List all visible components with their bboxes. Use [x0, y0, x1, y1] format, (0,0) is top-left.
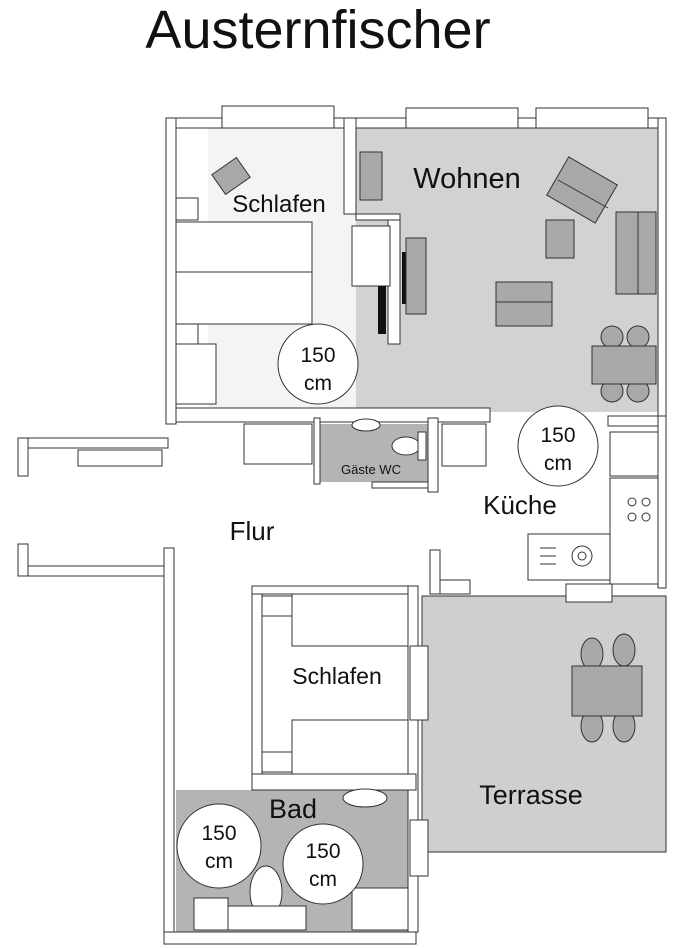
svg-text:cm: cm — [205, 850, 233, 873]
label-bad: Bad — [269, 794, 317, 824]
sink-unit — [527, 533, 611, 581]
window-top-2 — [405, 107, 519, 129]
label-schlafen-1: Schlafen — [232, 191, 325, 218]
turning-circle-kueche: 150 cm — [517, 405, 599, 487]
window-top-1 — [221, 105, 335, 129]
side-table — [545, 219, 575, 259]
label-gaeste-wc: Gäste WC — [341, 462, 401, 477]
label-terrasse: Terrasse — [479, 780, 583, 810]
nightstand-bottom — [175, 323, 199, 345]
armchair — [546, 156, 618, 224]
turning-circle-bad-right: 150 cm — [282, 823, 364, 905]
svg-text:150: 150 — [305, 840, 340, 863]
sofa — [615, 211, 657, 295]
bed-single-bottom — [291, 719, 409, 775]
dining-table-wohnen — [591, 345, 657, 385]
furniture-gaeste-wc — [351, 418, 427, 461]
svg-text:cm: cm — [309, 868, 337, 891]
cabinet-kueche — [441, 423, 487, 467]
svg-text:cm: cm — [544, 452, 572, 475]
counter — [609, 477, 659, 585]
window-bad — [409, 819, 429, 877]
desk — [351, 225, 391, 287]
turning-circle-schlafen: 150 cm — [277, 323, 359, 405]
label-schlafen-2: Schlafen — [292, 663, 382, 689]
bed-single-top — [291, 593, 409, 647]
dresser — [175, 343, 217, 405]
window-top-3 — [535, 107, 649, 129]
plan-title: Austernfischer — [145, 0, 490, 60]
wc-sink — [351, 418, 381, 432]
dining-table-terrasse — [571, 665, 643, 717]
fridge — [609, 431, 659, 477]
label-wohnen: Wohnen — [413, 163, 521, 195]
svg-text:150: 150 — [201, 822, 236, 845]
bed-double — [175, 221, 313, 325]
svg-text:150: 150 — [540, 424, 575, 447]
furniture-schlafen-1 — [175, 156, 391, 405]
sideboard — [359, 151, 383, 201]
label-flur: Flur — [230, 516, 275, 546]
plant-pot — [211, 156, 251, 196]
wc-toilet — [391, 436, 421, 456]
turning-circle-bad-left: 150 cm — [176, 803, 262, 889]
svg-text:150: 150 — [300, 344, 335, 367]
svg-text:cm: cm — [304, 372, 332, 395]
tv-panel-left — [378, 286, 386, 334]
furniture-terrasse — [571, 633, 643, 743]
furniture-wohnen — [359, 151, 657, 403]
tv-cabinet — [405, 237, 427, 315]
label-kueche: Küche — [483, 490, 557, 520]
furniture-schlafen-2 — [261, 593, 409, 775]
nightstand-top — [175, 197, 199, 221]
furniture-bad — [193, 788, 409, 931]
walls — [17, 105, 667, 945]
window-schlafen-2 — [409, 645, 429, 721]
furniture-kueche — [527, 431, 659, 585]
coffee-table — [495, 281, 553, 327]
bad-sink — [342, 788, 388, 808]
cabinet-flur — [243, 423, 313, 465]
